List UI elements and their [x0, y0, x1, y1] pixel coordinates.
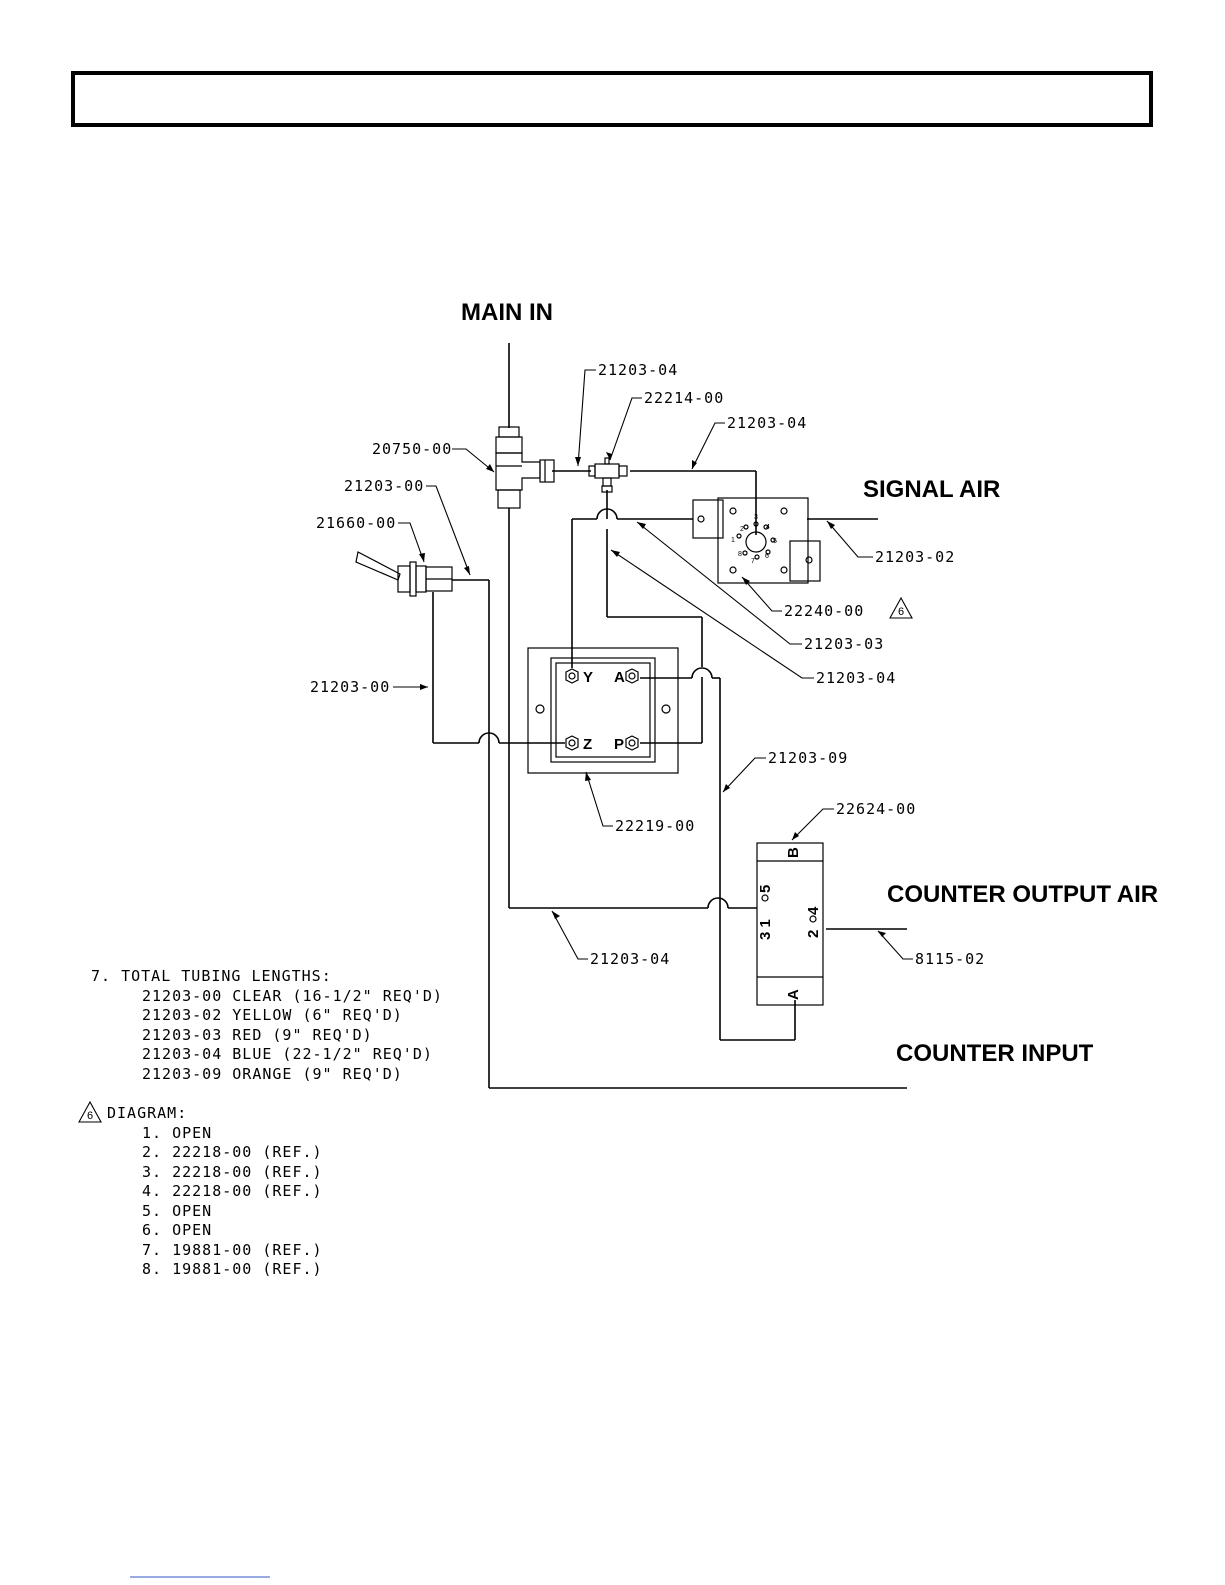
label-tube-blue-2: 21203-04: [590, 950, 670, 968]
relay-pin-6: 6: [765, 553, 769, 560]
tubing-line-4: 21203-04 BLUE (22-1/2" REQ'D): [142, 1045, 433, 1063]
diagram-line-3: 3. 22218-00 (REF.): [142, 1163, 323, 1181]
label-tee: 22214-00: [644, 389, 724, 407]
relay-pin-1: 1: [731, 537, 735, 544]
relay-pin-3: 3: [754, 514, 758, 521]
counter-valve-icon: B A 3 1 5 2 4: [756, 842, 824, 1006]
label-tube-orange: 21203-09: [768, 749, 848, 767]
diagram-line-6: 6. OPEN: [142, 1221, 212, 1239]
manifold-block-icon: Y A Z P: [527, 647, 679, 774]
diagram-title: DIAGRAM:: [107, 1104, 187, 1122]
relay-pin-2: 2: [740, 526, 744, 533]
tubing-line-5: 21203-09 ORANGE (9" REQ'D): [142, 1065, 403, 1083]
label-tube-clear-2: 21203-00: [310, 678, 390, 696]
diagram-line-1: 1. OPEN: [142, 1124, 212, 1142]
label-manifold: 22219-00: [615, 817, 695, 835]
manifold-port-y: Y: [583, 669, 593, 686]
manifold-port-a: A: [614, 669, 625, 686]
signal-air-label: SIGNAL AIR: [863, 476, 1000, 503]
label-tube-red: 21203-03: [804, 635, 884, 653]
relay-pin-8: 8: [738, 551, 742, 558]
valve-port-a: A: [785, 989, 802, 1000]
tubing-line-2: 21203-02 YELLOW (6" REQ'D): [142, 1006, 403, 1024]
label-elbow: 20750-00: [372, 440, 452, 458]
header-frame: [71, 71, 1153, 127]
valve-port-2: 2: [805, 930, 822, 938]
label-tube-yellow: 21203-02: [875, 548, 955, 566]
relay-base-icon: 1 2 3 4 5 6 7 8: [692, 497, 821, 584]
label-valve: 22624-00: [836, 800, 916, 818]
manifold-port-z: Z: [583, 736, 592, 753]
valve-port-b: B: [785, 847, 802, 858]
diagram-line-8: 8. 19881-00 (REF.): [142, 1260, 323, 1278]
valve-port-5: 5: [757, 885, 774, 893]
notes-flag-number: 6: [87, 1110, 93, 1122]
callout-flag-icon: 6: [889, 596, 913, 619]
valve-port-4: 4: [805, 906, 822, 915]
diagram-line-5: 5. OPEN: [142, 1202, 212, 1220]
label-tube-top-1: 21203-04: [598, 361, 678, 379]
label-relay-base: 22240-00: [784, 602, 864, 620]
diagram-line-2: 2. 22218-00 (REF.): [142, 1143, 323, 1161]
leader-arrows: [419, 452, 886, 937]
tubing-lines: [432, 343, 907, 1089]
main-in-label: MAIN IN: [461, 299, 553, 326]
tubing-line-3: 21203-03 RED (9" REQ'D): [142, 1026, 373, 1044]
label-tube-blue-1: 21203-04: [816, 669, 896, 687]
label-tube-clear-1: 21203-00: [344, 477, 424, 495]
relay-pin-7: 7: [751, 558, 755, 565]
valve-port-31: 3 1: [757, 919, 774, 940]
leader-lines: [393, 369, 913, 960]
label-fitting-out: 8115-02: [915, 950, 985, 968]
relay-pin-5: 5: [773, 538, 777, 545]
tubing-line-1: 21203-00 CLEAR (16-1/2" REQ'D): [142, 987, 443, 1005]
manifold-port-p: P: [614, 736, 624, 753]
label-toggle: 21660-00: [316, 514, 396, 532]
diagram-line-7: 7. 19881-00 (REF.): [142, 1241, 323, 1259]
label-tube-top-2: 21203-04: [727, 414, 807, 432]
notes-block: 7. TOTAL TUBING LENGTHS: 21203-00 CLEAR …: [78, 967, 443, 1278]
counter-output-air-label: COUNTER OUTPUT AIR: [887, 881, 1158, 908]
elbow-fitting-icon: [495, 426, 555, 509]
relay-pin-4: 4: [766, 524, 770, 531]
counter-input-label: COUNTER INPUT: [896, 1040, 1094, 1067]
diagram-line-4: 4. 22218-00 (REF.): [142, 1182, 323, 1200]
tee-fitting-icon: [588, 457, 628, 493]
callout-flag-number: 6: [898, 606, 904, 618]
notes-flag-icon: 6: [78, 1100, 102, 1123]
toggle-valve-icon: [355, 551, 453, 597]
tubing-title: 7. TOTAL TUBING LENGTHS:: [91, 967, 332, 985]
